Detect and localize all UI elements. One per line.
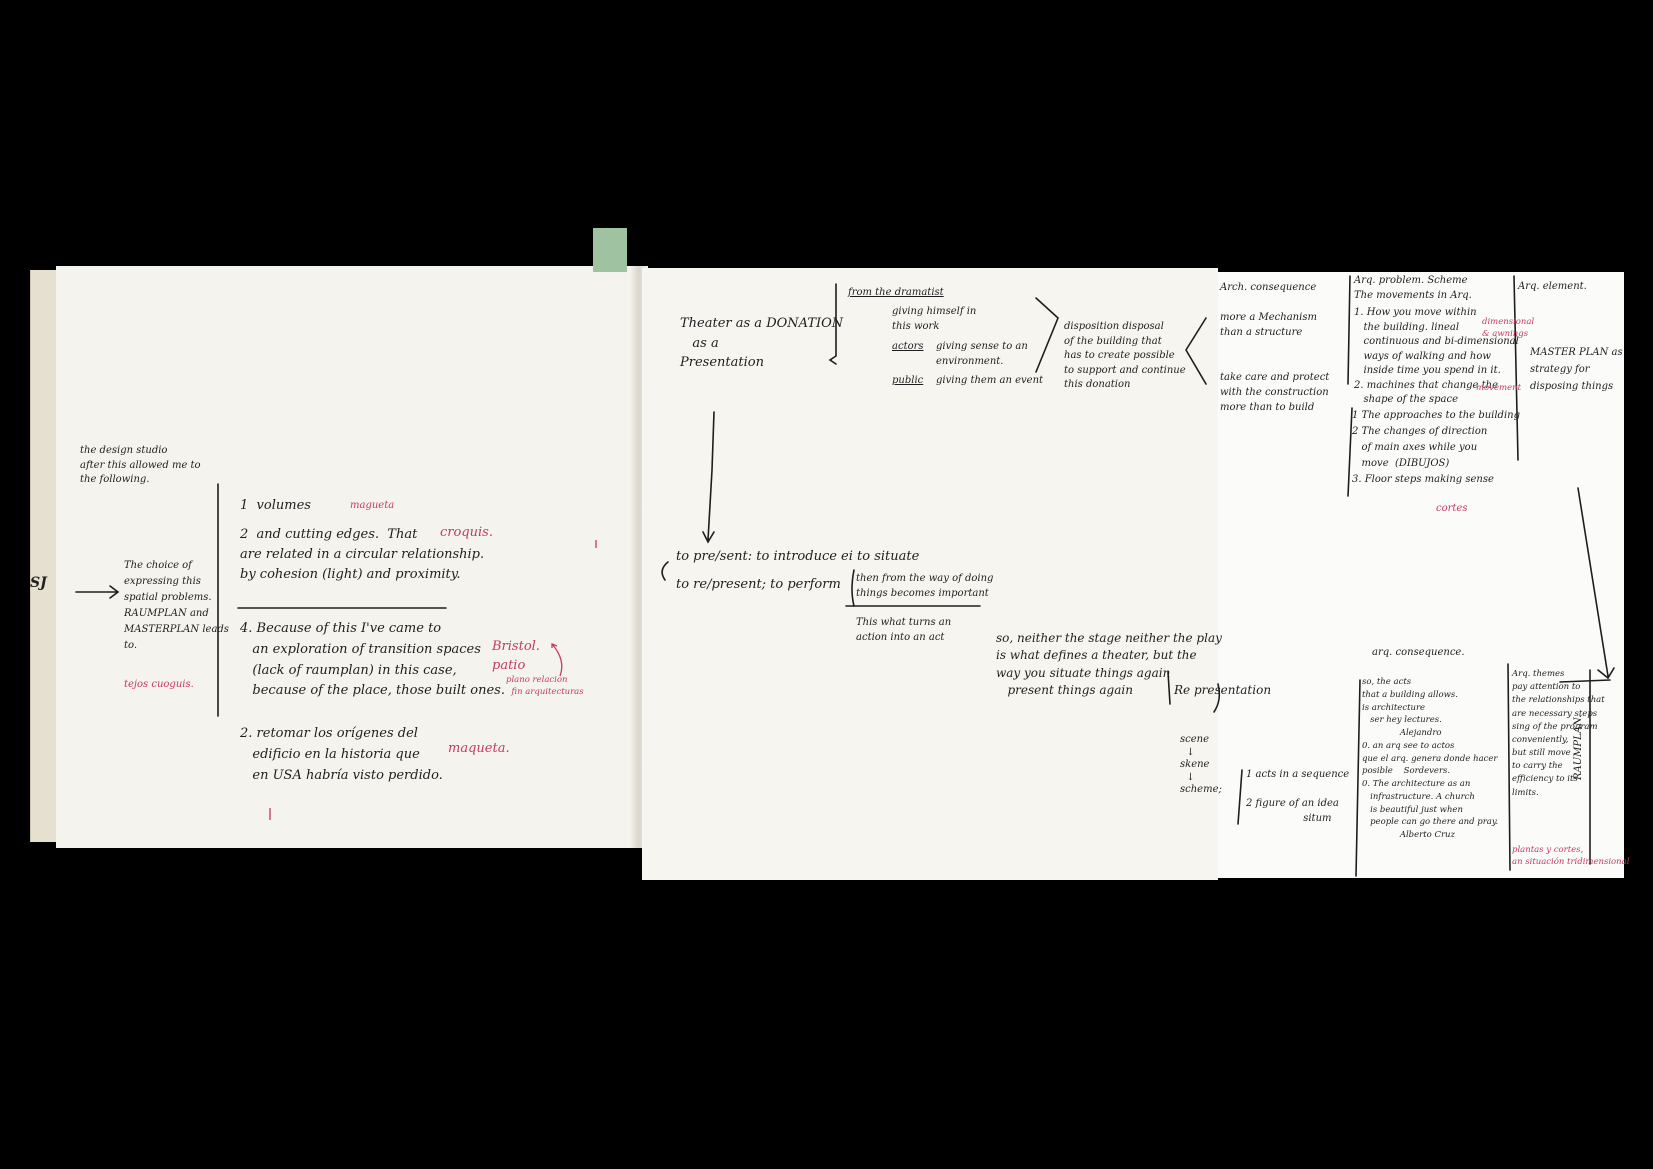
item-volumes-red: magueta <box>350 500 395 511</box>
choice-note: The choice of expressing this spatial pr… <box>124 560 229 651</box>
so-acts-note: so, the acts that a building allows. is … <box>1362 677 1499 840</box>
because-red: Bristol. patio <box>492 639 540 673</box>
public-detail: giving them an event <box>936 375 1044 386</box>
arq-consequence-2: arq. consequence. <box>1372 647 1465 658</box>
actors-label: actors <box>892 341 924 352</box>
disposition-note: disposition disposal of the building tha… <box>1064 321 1186 390</box>
so-neither-note: so, neither the stage neither the play i… <box>996 631 1222 698</box>
acts-list: 1 acts in a sequence 2 figure of an idea… <box>1246 769 1350 824</box>
left-page-stack <box>30 270 57 842</box>
middle-page <box>642 268 1218 880</box>
intro-note: the design studio after this allowed me … <box>80 445 201 485</box>
retomar-text: 2. retomar los orígenes del edificio en … <box>240 726 443 783</box>
choice-note-red: tejos cuoguis. <box>124 679 194 690</box>
arch-consequence: Arch. consequence more a Mechanism than … <box>1220 282 1330 413</box>
left-page <box>56 266 638 848</box>
raumplan-vertical: RAUMPLAN. <box>1573 714 1584 780</box>
scene-scheme: scene ↓ skene ↓ scheme; <box>1180 734 1222 795</box>
approaches-list: 1 The approaches to the building 2 The c… <box>1352 410 1520 485</box>
approaches-red: cortes <box>1436 503 1468 514</box>
because-text: 4. Because of this I've came to an explo… <box>240 621 505 699</box>
item-cutting-edges: 2 and cutting edges. That are related in… <box>240 527 485 583</box>
to-present: to pre/sent: to introduce ei to situate <box>676 549 920 564</box>
actors-detail: giving sense to an environment. <box>936 341 1028 367</box>
arq-element: Arq. element. <box>1518 281 1587 292</box>
because-red-small: plano relacion fin arquitecturas <box>506 675 584 698</box>
arq-themes-red: plantas y cortes, an situación tridimens… <box>1512 845 1630 868</box>
things-note: then from the way of doing things become… <box>856 573 994 599</box>
from-dramatist: from the dramatist <box>848 287 944 298</box>
masterplan-note: MASTER PLAN as strategy for disposing th… <box>1530 347 1623 392</box>
re-presentation: Re presentation <box>1174 683 1272 697</box>
item-volumes: 1 volumes <box>240 498 311 513</box>
right-foldout-panel <box>1218 272 1624 878</box>
movements-text: 1. How you move within the building. lin… <box>1354 307 1519 405</box>
bookmark-tab <box>593 228 627 272</box>
movements-red: dimensional & awnings <box>1482 317 1535 340</box>
public-label: public <box>892 375 924 386</box>
margin-mark: SJ <box>30 575 47 591</box>
arq-themes-note: Arq. themes pay attention to the relatio… <box>1512 669 1605 798</box>
action-note: This what turns an action into an act <box>856 617 952 643</box>
item-cutting-edges-red: croquis. <box>440 525 493 540</box>
theater-title: Theater as a DONATION as a Presentation <box>680 316 844 370</box>
movements-title: Arq. problem. Scheme The movements in Ar… <box>1354 275 1472 301</box>
dramatist-detail: giving himself in this work <box>892 306 977 332</box>
retomar-red: maqueta. <box>448 741 510 756</box>
movements-red-2: movement <box>1476 383 1521 393</box>
to-represent: to re/present; to perform <box>676 577 841 592</box>
